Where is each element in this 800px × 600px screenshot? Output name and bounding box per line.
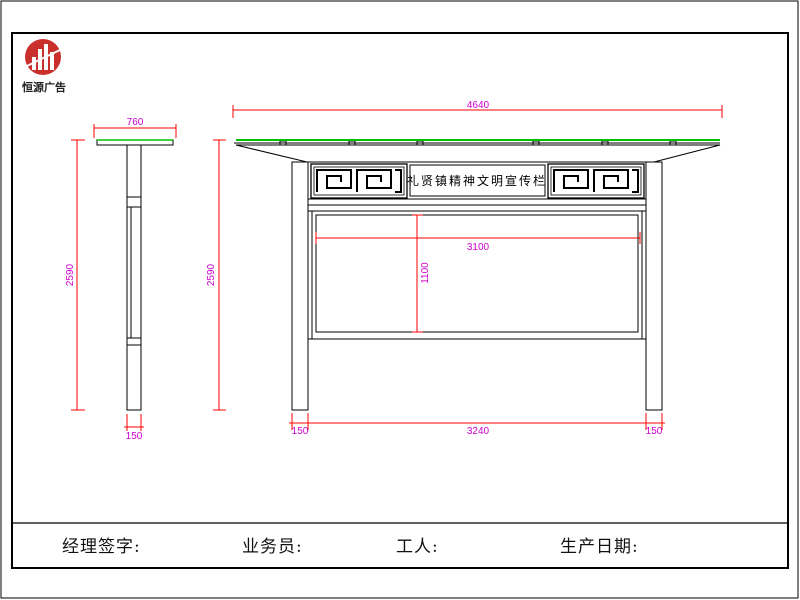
salesperson-label: 业务员:	[242, 537, 303, 557]
production-date-label: 生产日期:	[560, 537, 639, 557]
sheet-frame	[11, 32, 789, 569]
board-title: 礼贤镇精神文明宣传栏	[407, 173, 547, 188]
dim-post-right: 150	[646, 426, 663, 437]
right-fret-pattern	[547, 163, 645, 199]
dim-side-height: 2590	[65, 263, 76, 286]
dim-front-height: 2590	[206, 263, 217, 286]
side-view	[96, 139, 174, 411]
dim-total-width: 4640	[467, 100, 490, 111]
dim-panel-width: 3100	[467, 242, 490, 253]
front-dimensions	[213, 105, 723, 430]
manager-sign-label: 经理签字:	[62, 537, 141, 557]
dimension-labels: 760 2590 150 4640 2590 3100 1100 150 324…	[65, 100, 663, 442]
brand-logo	[25, 39, 61, 75]
dim-side-width: 760	[127, 117, 144, 128]
dim-side-post: 150	[126, 431, 143, 442]
left-fret-pattern	[310, 163, 408, 199]
side-dimensions	[71, 124, 177, 431]
dim-post-left: 150	[292, 426, 309, 437]
dim-panel-height: 1100	[420, 262, 431, 284]
worker-label: 工人:	[396, 537, 439, 557]
brand-name: 恒源广告	[22, 81, 66, 94]
dim-span: 3240	[467, 426, 490, 437]
